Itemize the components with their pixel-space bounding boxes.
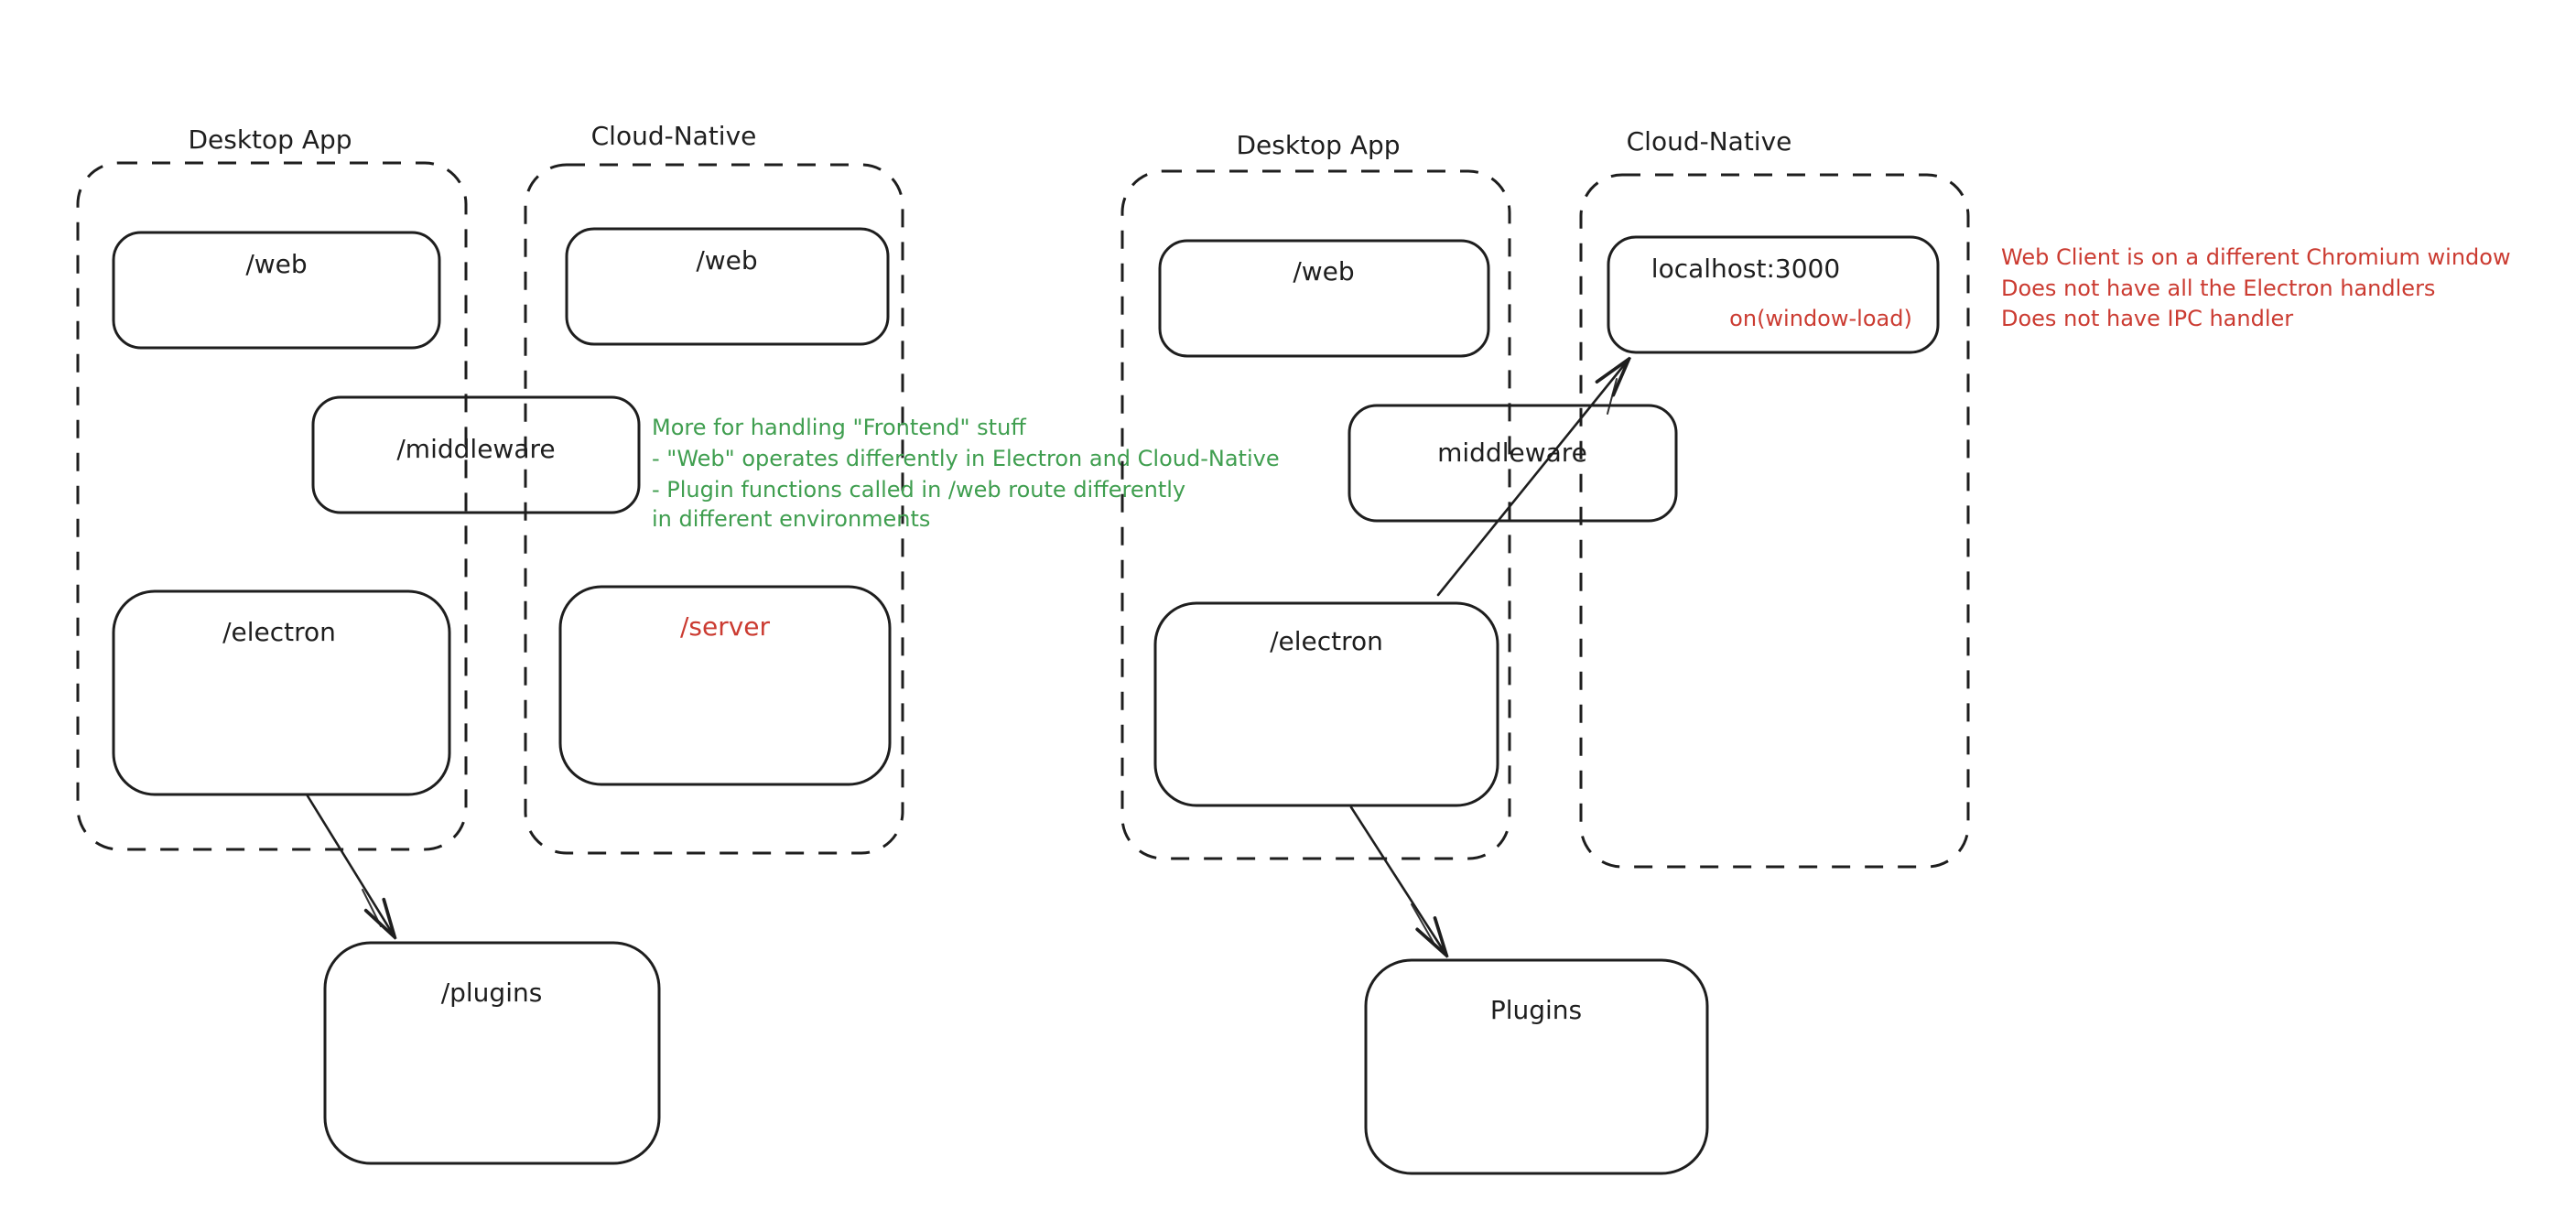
right-cloud-title: Cloud-Native [1627,126,1792,157]
left-plugins-box [323,941,661,1165]
right-localhost-label: localhost:3000 [1651,254,1840,284]
left-web-cloud-box [565,227,890,346]
left-electron-label: /electron [222,617,336,647]
left-arrow-sketch-stroke [362,889,382,927]
left-cloud-container [524,163,904,855]
left-web-desktop-box [112,231,441,350]
red-note-line-3: Does not have IPC handler [2001,306,2293,331]
right-desktop-title: Desktop App [1236,130,1400,160]
red-note: Web Client is on a different Chromium wi… [2001,244,2511,331]
right-up-arrow-sketch-stroke [1607,378,1618,415]
right-middleware-box [1348,404,1678,523]
left-server-box [558,585,892,786]
right-web-label: /web [1293,256,1354,286]
right-plugins-box [1364,958,1709,1175]
green-note-line-2: - "Web" operates differently in Electron… [652,446,1280,471]
left-middleware-label: /middleware [396,434,555,464]
right-middleware-label: middleware [1437,438,1587,468]
left-plugins-label: /plugins [441,978,543,1008]
right-electron-label: /electron [1270,626,1383,656]
left-server-label: /server [680,611,771,642]
right-plugins-label: Plugins [1490,995,1582,1025]
right-electron-localhost-arrow [1436,361,1628,597]
right-down-arrow-sketch-stroke [1411,903,1434,944]
right-electron-plugins-arrow [1349,805,1445,954]
right-electron-box [1153,601,1499,807]
right-window-load-label: on(window-load) [1729,306,1912,331]
green-note: More for handling "Frontend" stuff - "We… [652,415,1280,532]
green-note-line-3: - Plugin functions called in /web route … [652,477,1185,503]
left-desktop-container [76,161,468,851]
left-middleware-box [311,395,641,514]
left-electron-box [112,589,451,796]
red-note-line-2: Does not have all the Electron handlers [2001,276,2435,301]
left-web-cloud-label: /web [696,245,757,276]
red-note-line-1: Web Client is on a different Chromium wi… [2001,244,2511,270]
right-desktop-container [1120,169,1511,860]
right-localhost-box [1607,235,1940,354]
green-note-line-1: More for handling "Frontend" stuff [652,415,1026,440]
left-desktop-title: Desktop App [188,124,352,155]
green-note-line-4: in different environments [652,506,930,532]
right-web-box [1158,239,1490,358]
left-web-desktop-label: /web [245,249,307,279]
left-electron-plugins-arrow [305,793,394,935]
left-cloud-title: Cloud-Native [591,121,757,151]
